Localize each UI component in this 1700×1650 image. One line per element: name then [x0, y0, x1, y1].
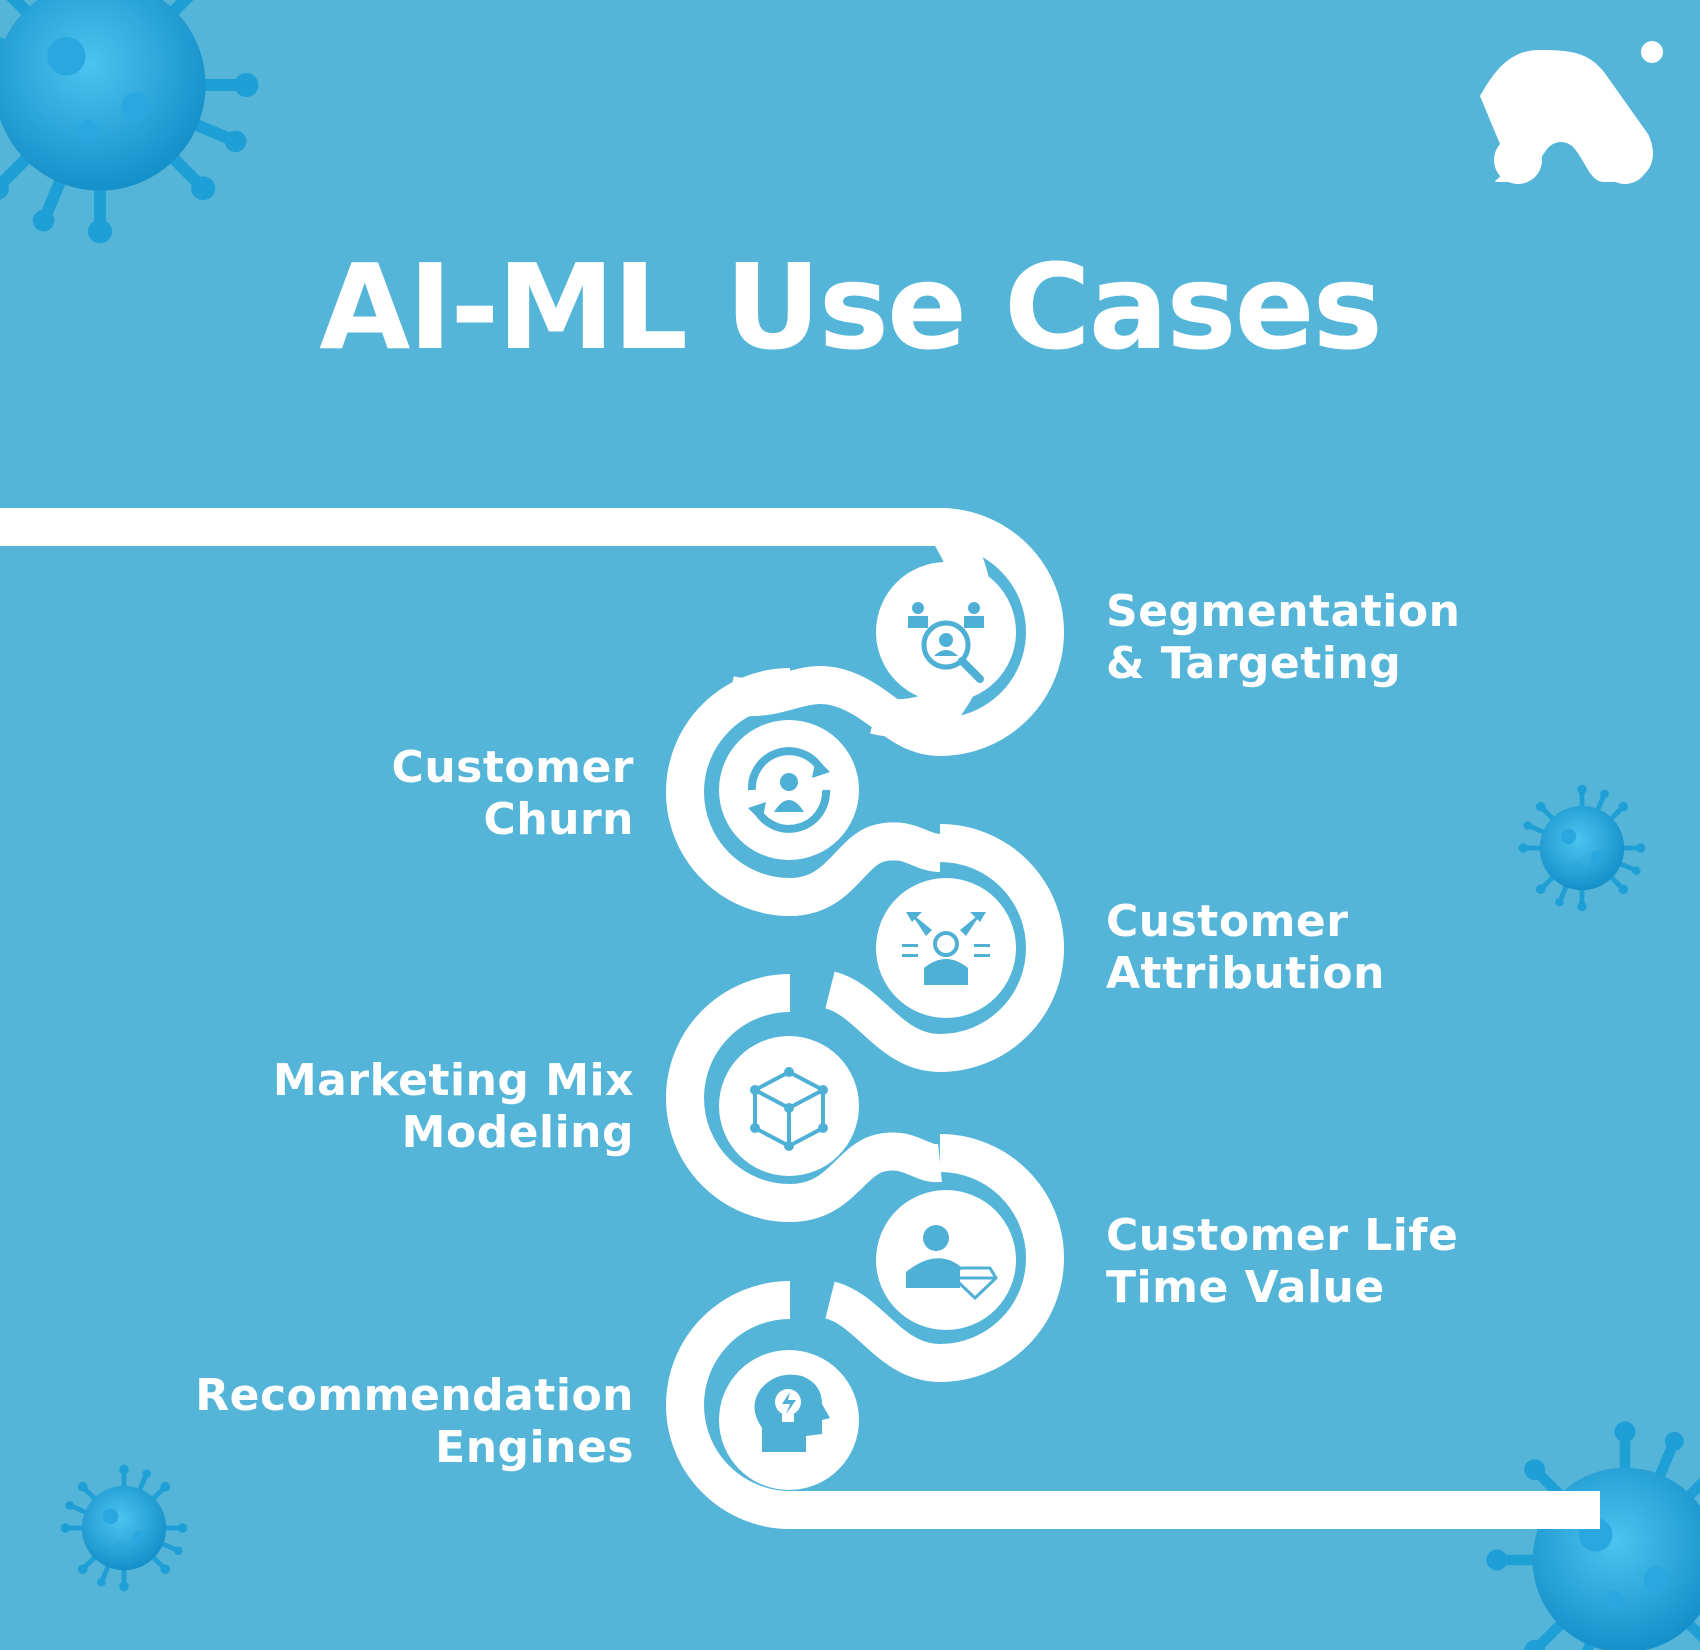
label-line: Time Value — [1106, 1262, 1385, 1313]
label-line: Churn — [483, 794, 634, 845]
label-line: Marketing Mix — [272, 1055, 634, 1106]
person-diamond-icon — [906, 1225, 998, 1301]
label-line: Customer — [1106, 896, 1349, 947]
label-customer-lifetime-value: Customer Life Time Value — [1106, 1210, 1458, 1314]
label-line: Customer — [391, 742, 634, 793]
cube-model-icon — [750, 1067, 828, 1151]
attribution-pointing-icon — [902, 912, 990, 985]
virus-decoration-bottom-right — [1486, 1421, 1700, 1650]
label-customer-churn: Customer Churn — [392, 742, 634, 846]
page-title: AI-ML Use Cases — [319, 238, 1383, 376]
label-segmentation-targeting: Segmentation & Targeting — [1106, 586, 1460, 690]
label-line: Modeling — [401, 1107, 634, 1158]
virus-decoration-bottom-left — [61, 1465, 188, 1592]
label-line: Recommendation — [195, 1370, 634, 1421]
step-circle-1 — [876, 562, 1016, 702]
virus-decoration-top-left — [0, 0, 258, 243]
label-line: Segmentation — [1106, 586, 1461, 637]
label-line: Engines — [435, 1422, 634, 1473]
label-line: Customer Life — [1106, 1210, 1459, 1261]
brand-logo — [1480, 41, 1663, 184]
label-customer-attribution: Customer Attribution — [1106, 896, 1385, 1000]
label-line: & Targeting — [1106, 638, 1402, 689]
segmentation-target-icon — [908, 602, 984, 683]
label-recommendation-engines: Recommendation Engines — [195, 1370, 634, 1474]
label-marketing-mix-modeling: Marketing Mix Modeling — [273, 1055, 634, 1159]
head-lightbulb-icon — [754, 1374, 830, 1452]
label-line: Attribution — [1106, 948, 1385, 999]
churn-cycle-icon — [747, 747, 831, 833]
step-circle-3 — [876, 878, 1016, 1018]
virus-decoration-right — [1519, 785, 1646, 912]
